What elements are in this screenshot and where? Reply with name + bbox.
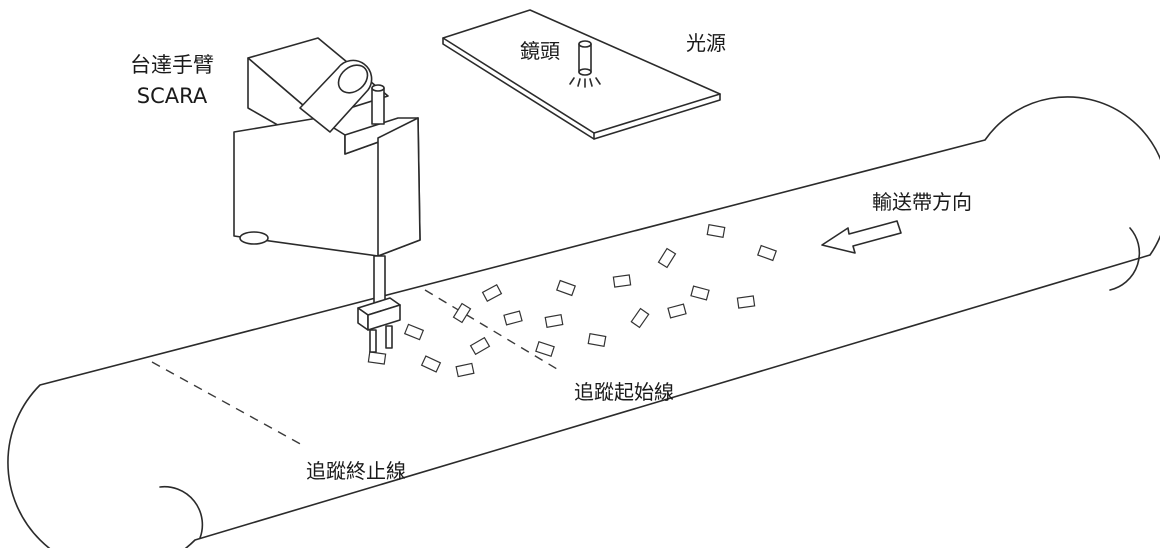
robot-model-label: SCARA (137, 84, 208, 108)
part-item (667, 303, 687, 319)
robot-name-label: 台達手臂 (130, 53, 214, 77)
part-item (481, 284, 503, 302)
scara-robot (233, 37, 421, 353)
light-source-label: 光源 (686, 31, 726, 55)
part-item (452, 302, 472, 324)
tracking-end-line (151, 361, 305, 447)
arrow-left-icon (821, 220, 902, 254)
tracking-end-line-label: 追蹤終止線 (306, 459, 406, 483)
part-item (503, 310, 523, 326)
part-item (556, 279, 576, 297)
part-item (706, 223, 726, 239)
part-item (403, 323, 425, 341)
part-item (587, 332, 607, 348)
part-item (420, 355, 442, 373)
part-item (367, 351, 387, 365)
part-item (535, 341, 555, 357)
part-item (544, 313, 564, 329)
parts-group (367, 223, 777, 378)
conveyor-direction-label: 輸送帶方向 (872, 190, 972, 214)
camera-label: 鏡頭 (520, 39, 560, 63)
part-item (630, 307, 650, 329)
tracking-start-line-label: 追蹤起始線 (574, 380, 674, 404)
part-item (690, 285, 710, 301)
part-item (612, 274, 632, 288)
part-item (757, 244, 777, 262)
conveyor-belt (7, 96, 1160, 553)
part-item (657, 247, 677, 269)
part-item (736, 295, 756, 309)
camera (569, 40, 601, 88)
part-item (455, 362, 475, 378)
tracking-start-line (424, 289, 563, 373)
part-item (469, 336, 491, 356)
